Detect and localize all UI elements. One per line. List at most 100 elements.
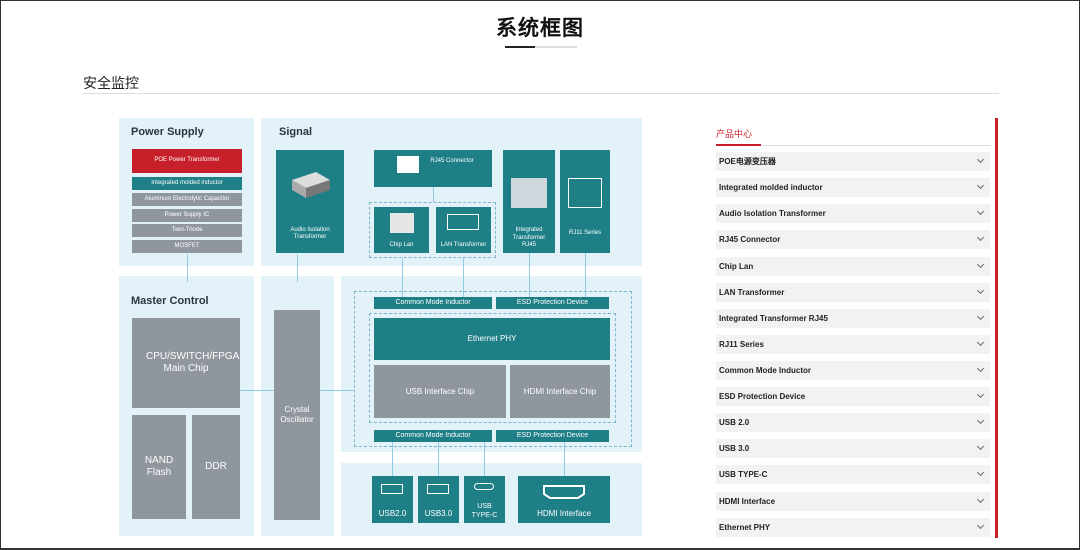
poe-power-transformer-box[interactable]: POE Power Transformer [132, 149, 242, 173]
mosfet-box[interactable]: MOSFET [132, 240, 242, 253]
product-center-heading[interactable]: 产品中心 [716, 129, 753, 139]
crystal-oscillator-label: Crystal Oscillator [280, 405, 314, 424]
nand-flash-box[interactable]: NAND Flash [132, 415, 186, 519]
cmi-to-usb2-link [392, 442, 393, 476]
aluminum-capacitor-box[interactable]: Aluminum Electrolytic Capacitor [132, 193, 242, 206]
page-title: 系统框图 [496, 17, 584, 40]
sidebar-item-label: ESD Protection Device [719, 392, 806, 401]
chevron-down-icon[interactable] [976, 442, 985, 451]
sidebar-item[interactable]: USB 2.0 [716, 413, 990, 432]
common-mode-inductor-top-box[interactable]: Common Mode Inductor [374, 297, 492, 309]
sidebar-item[interactable]: Audio Isolation Transformer [716, 204, 990, 223]
sidebar-item[interactable]: RJ45 Connector [716, 230, 990, 249]
section-title: 安全监控 [83, 75, 139, 91]
chevron-down-icon[interactable] [976, 233, 985, 242]
sidebar-heading-accent [716, 144, 761, 146]
chevron-down-icon[interactable] [976, 181, 985, 190]
usb-typec-icon [474, 483, 494, 490]
rj45-to-lan-link [433, 187, 434, 202]
chevron-down-icon[interactable] [976, 416, 985, 425]
sidebar-item[interactable]: ESD Protection Device [716, 387, 990, 406]
chevron-down-icon[interactable] [976, 338, 985, 347]
rj11-to-esd-link [585, 253, 586, 297]
chevron-down-icon[interactable] [976, 155, 985, 164]
signal-to-crystal-link [297, 254, 298, 282]
sidebar-item[interactable]: Integrated molded inductor [716, 178, 990, 197]
sidebar-item-label: Ethernet PHY [719, 523, 771, 532]
sidebar-item[interactable]: LAN Transformer [716, 283, 990, 302]
sidebar-scrollbar[interactable] [995, 118, 998, 538]
audio-isolation-label: Audio Isolation Transformer [290, 226, 330, 240]
esd-to-hdmi-link [564, 442, 565, 476]
rj45-connector-label: RJ45 Connector [430, 158, 474, 164]
io-group-outline [354, 291, 632, 447]
sidebar-item-label: POE电源变压器 [719, 157, 776, 166]
hdmi-port-box[interactable]: HDMI Interface [518, 476, 610, 523]
sidebar-item[interactable]: HDMI Interface [716, 492, 990, 511]
hdmi-interface-chip-box[interactable]: HDMI Interface Chip [510, 365, 610, 418]
twin-triode-box[interactable]: Twin-Triode [132, 224, 242, 237]
chevron-down-icon[interactable] [976, 495, 985, 504]
power-supply-title: Power Supply [131, 126, 204, 138]
usb2-icon [381, 484, 403, 494]
crystal-oscillator-box[interactable]: Crystal Oscillator [274, 310, 320, 520]
signal-title: Signal [279, 126, 313, 138]
transformer-icon [292, 172, 330, 198]
chip-group-outline [369, 313, 616, 423]
chevron-down-icon[interactable] [976, 260, 985, 269]
master-control-title: Master Control [131, 295, 209, 307]
chevron-down-icon[interactable] [976, 364, 985, 373]
audio-isolation-transformer-box[interactable]: Audio Isolation Transformer [276, 150, 344, 253]
sidebar-item-label: Common Mode Inductor [719, 366, 811, 375]
chevron-down-icon[interactable] [976, 286, 985, 295]
ethernet-phy-box[interactable]: Ethernet PHY [374, 318, 610, 360]
rj45-connector-box[interactable] [374, 150, 492, 187]
sidebar-heading-divider [716, 145, 991, 146]
lan-group-outline [369, 202, 496, 258]
rj45-module-icon [511, 178, 547, 208]
integrated-molded-inductor-box[interactable]: Integrated molded inductor [132, 177, 242, 190]
sidebar-item-label: Chip Lan [719, 262, 754, 271]
usb-typec-label: USB TYPE-C [471, 503, 498, 519]
sidebar-item[interactable]: RJ11 Series [716, 335, 990, 354]
sidebar-item-label: USB 2.0 [719, 418, 750, 427]
cmi-to-usb3-link [438, 442, 439, 476]
sidebar-item-label: USB 3.0 [719, 444, 750, 453]
section-divider [83, 93, 999, 94]
chevron-down-icon[interactable] [976, 207, 985, 216]
chevron-down-icon[interactable] [976, 468, 985, 477]
esd-protection-top-box[interactable]: ESD Protection Device [496, 297, 609, 309]
sidebar-item-label: RJ45 Connector [719, 235, 781, 244]
chevron-down-icon[interactable] [976, 521, 985, 530]
usb2-port-box[interactable]: USB2.0 [372, 476, 413, 523]
esd-protection-bottom-box[interactable]: ESD Protection Device [496, 430, 609, 442]
sidebar-item[interactable]: Integrated Transformer RJ45 [716, 309, 990, 328]
master-to-crystal-link [240, 390, 274, 391]
sidebar-item[interactable]: Ethernet PHY [716, 518, 990, 537]
chevron-down-icon[interactable] [976, 312, 985, 321]
sidebar-item[interactable]: Chip Lan [716, 257, 990, 276]
ddr-box[interactable]: DDR [192, 415, 240, 519]
sidebar-item-label: RJ11 Series [719, 340, 764, 349]
common-mode-inductor-bottom-box[interactable]: Common Mode Inductor [374, 430, 492, 442]
nand-flash-label: NAND Flash [144, 454, 174, 479]
power-to-master-link [187, 254, 188, 282]
integrated-transformer-rj45-label: Integrated Transformer RJ45 [512, 227, 546, 248]
main-chip-box[interactable]: CPU/SWITCH/FPGA Main Chip [132, 318, 240, 408]
power-supply-ic-box[interactable]: Power Supply IC [132, 209, 242, 222]
sidebar-item[interactable]: Common Mode Inductor [716, 361, 990, 380]
usb3-port-box[interactable]: USB3.0 [418, 476, 459, 523]
usb-interface-chip-box[interactable]: USB Interface Chip [374, 365, 506, 418]
sidebar-item[interactable]: USB 3.0 [716, 439, 990, 458]
cmi-to-typec-link [484, 442, 485, 476]
chevron-down-icon[interactable] [976, 390, 985, 399]
lan-to-cmi-link [463, 258, 464, 297]
sidebar-item[interactable]: USB TYPE-C [716, 465, 990, 484]
lan-transformer-icon [447, 214, 479, 230]
sidebar-item-label: Integrated Transformer RJ45 [719, 314, 828, 323]
sidebar-item-label: Integrated molded inductor [719, 183, 823, 192]
sidebar-item[interactable]: POE电源变压器 [716, 152, 990, 171]
hdmi-icon [543, 485, 585, 499]
sidebar-item-label: HDMI Interface [719, 497, 776, 506]
